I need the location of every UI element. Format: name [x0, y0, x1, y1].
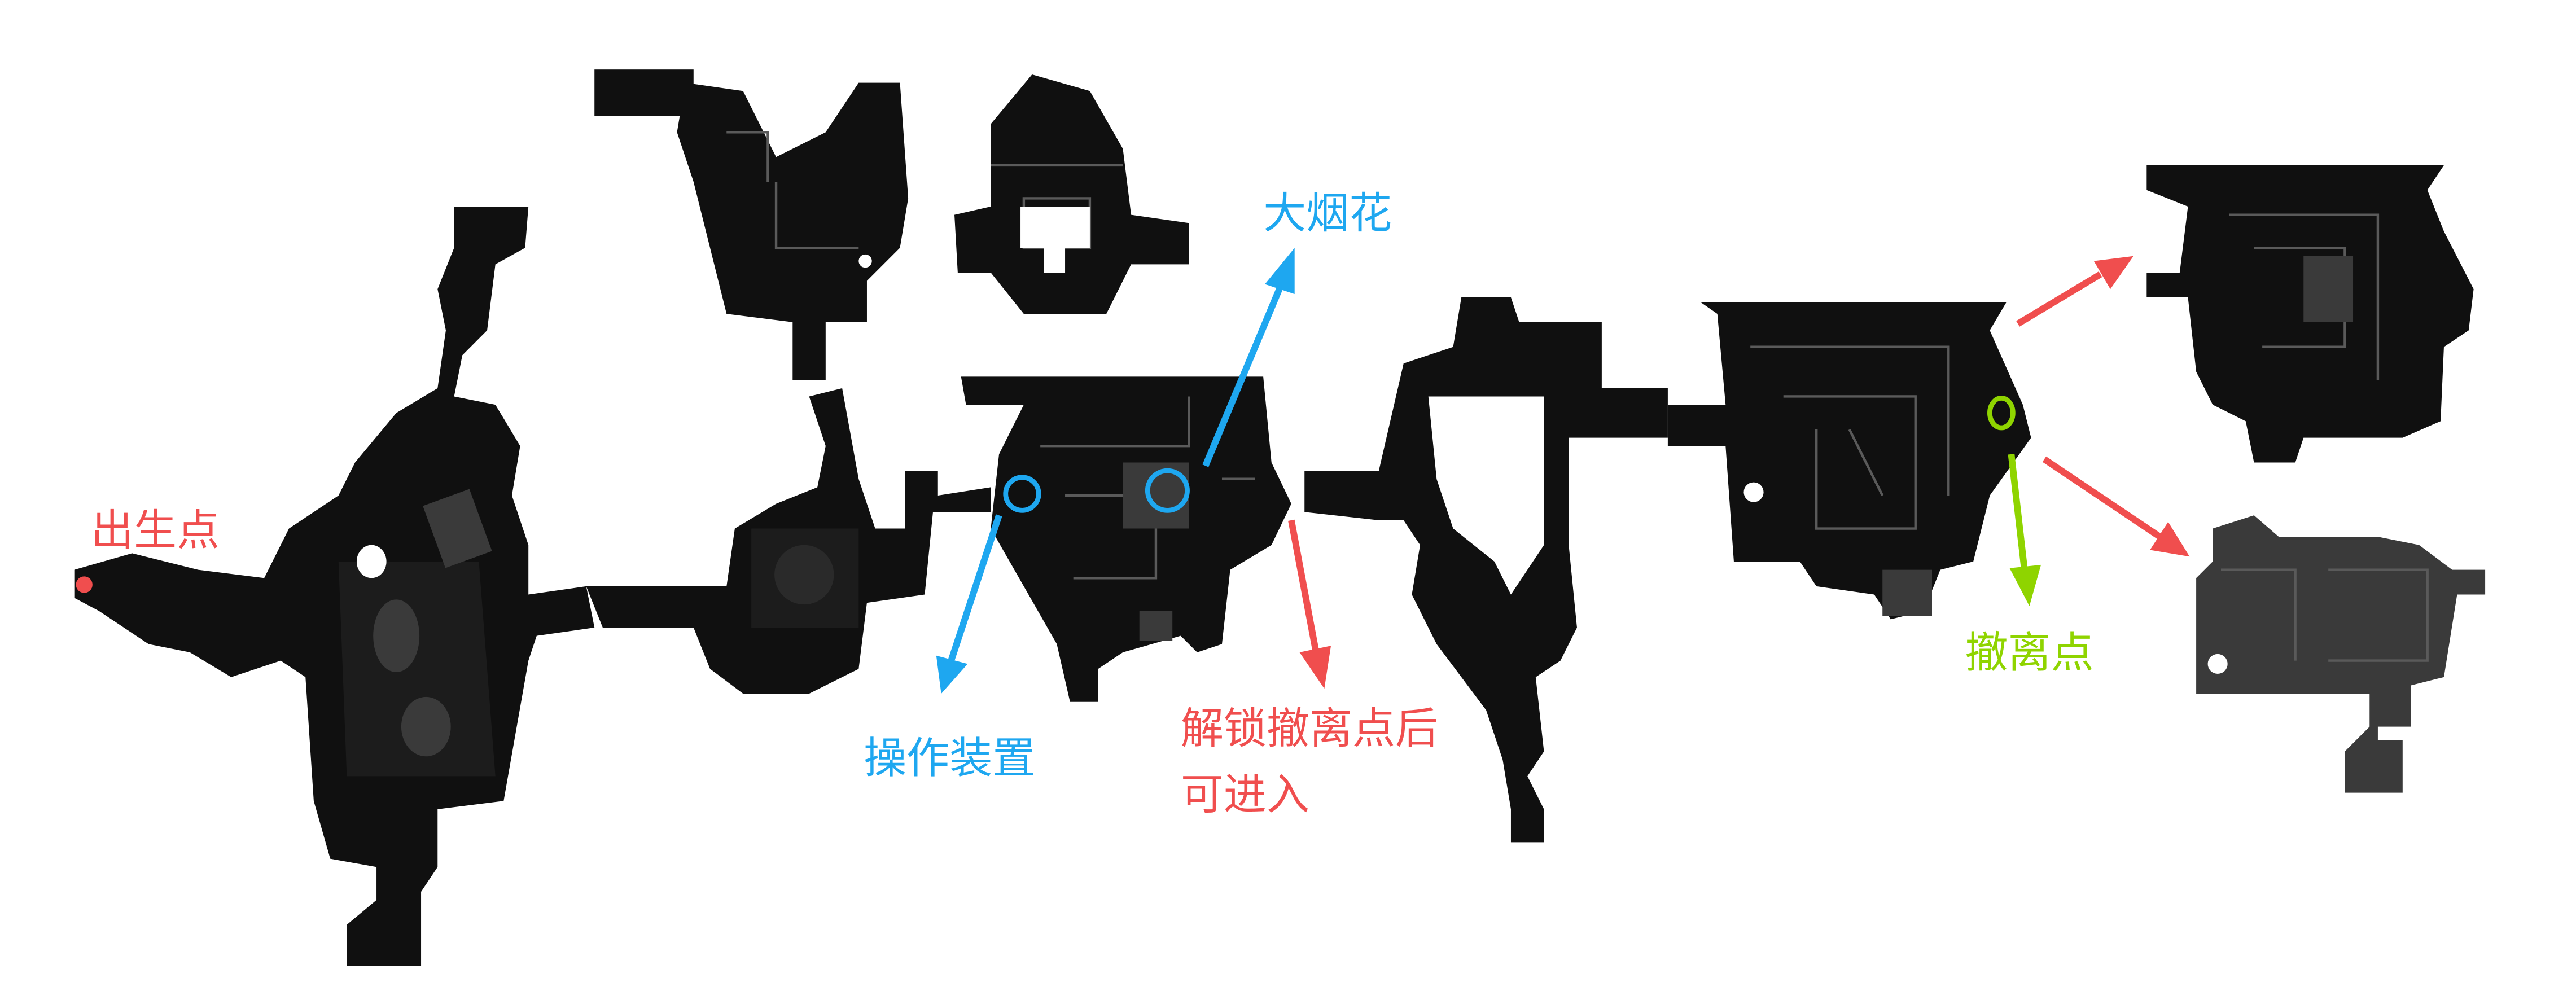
extraction-marker — [1987, 395, 2016, 431]
central-pillar — [774, 545, 834, 605]
spawn-marker — [76, 576, 93, 593]
firework-marker — [1145, 468, 1190, 513]
device-arrow — [936, 514, 1002, 694]
locked-label-line1: 解锁撤离点后 — [1181, 703, 1438, 753]
device-marker — [1003, 475, 1041, 513]
spawn-label: 出生点 — [91, 505, 220, 555]
firework-label: 大烟花 — [1263, 188, 1392, 238]
extraction-arrow — [2008, 454, 2041, 607]
device-room — [961, 376, 1291, 702]
locked-label-line2: 可进入 — [1181, 769, 1309, 819]
device-label: 操作装置 — [864, 733, 1035, 783]
southeast-arrow — [2042, 456, 2190, 557]
extraction-label: 撤离点 — [1965, 627, 2094, 677]
spawn-zone — [74, 207, 595, 966]
extraction-complex — [1667, 302, 2031, 620]
locked-zone — [1304, 297, 1668, 843]
locked-arrow — [1288, 519, 1331, 689]
north-complex — [594, 69, 1189, 380]
southeast-area — [2196, 515, 2486, 793]
northeast-area — [2146, 165, 2474, 463]
northeast-arrow — [2016, 256, 2133, 327]
firework-arrow — [1202, 248, 1295, 467]
